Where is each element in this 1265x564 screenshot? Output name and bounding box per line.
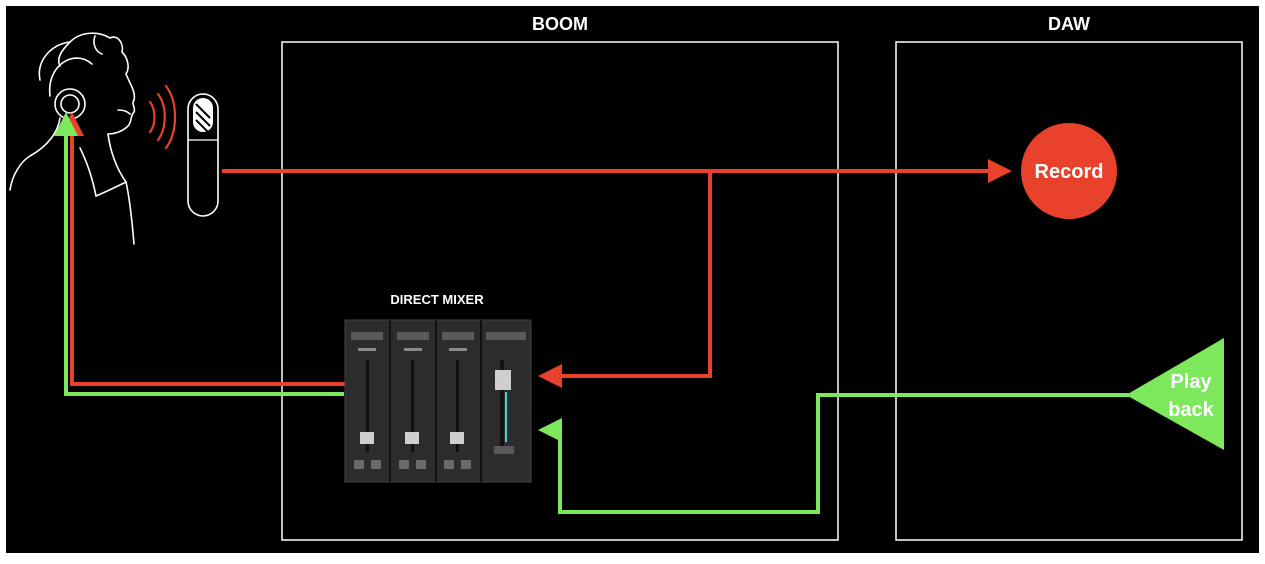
boom-box: BOOM — [281, 14, 839, 541]
direct-mixer: DIRECT MIXER — [344, 292, 532, 483]
diagram-background — [6, 6, 1259, 553]
mixer-channel-3 — [442, 332, 474, 469]
playback-to-mixer-line — [538, 393, 1134, 514]
mixer-to-headphones-red-line — [60, 112, 352, 386]
mixer-channel-2 — [397, 332, 429, 469]
condenser-microphone-icon — [187, 93, 219, 217]
mixer-console-icon — [344, 319, 532, 483]
boom-label: BOOM — [532, 14, 588, 34]
record-label: Record — [1035, 161, 1104, 183]
mixer-channel-1 — [351, 332, 383, 469]
playback-label-line1: Play — [1170, 371, 1212, 393]
mic-to-mixer-line — [538, 171, 712, 388]
record-signal-path — [60, 112, 1012, 388]
boom-box-border — [281, 41, 839, 541]
playback-node: Play back — [1126, 338, 1224, 450]
mixer-master-channel — [486, 332, 526, 454]
daw-box-border — [895, 41, 1243, 541]
record-node: Record — [1021, 123, 1117, 219]
sound-waves-icon — [148, 84, 176, 150]
daw-box: DAW — [895, 14, 1243, 541]
playback-label-line2: back — [1168, 399, 1214, 421]
daw-label: DAW — [1048, 14, 1090, 34]
mixer-to-headphones-green-line — [54, 112, 344, 396]
direct-mixer-label: DIRECT MIXER — [390, 292, 484, 307]
playback-signal-path — [54, 112, 1134, 514]
